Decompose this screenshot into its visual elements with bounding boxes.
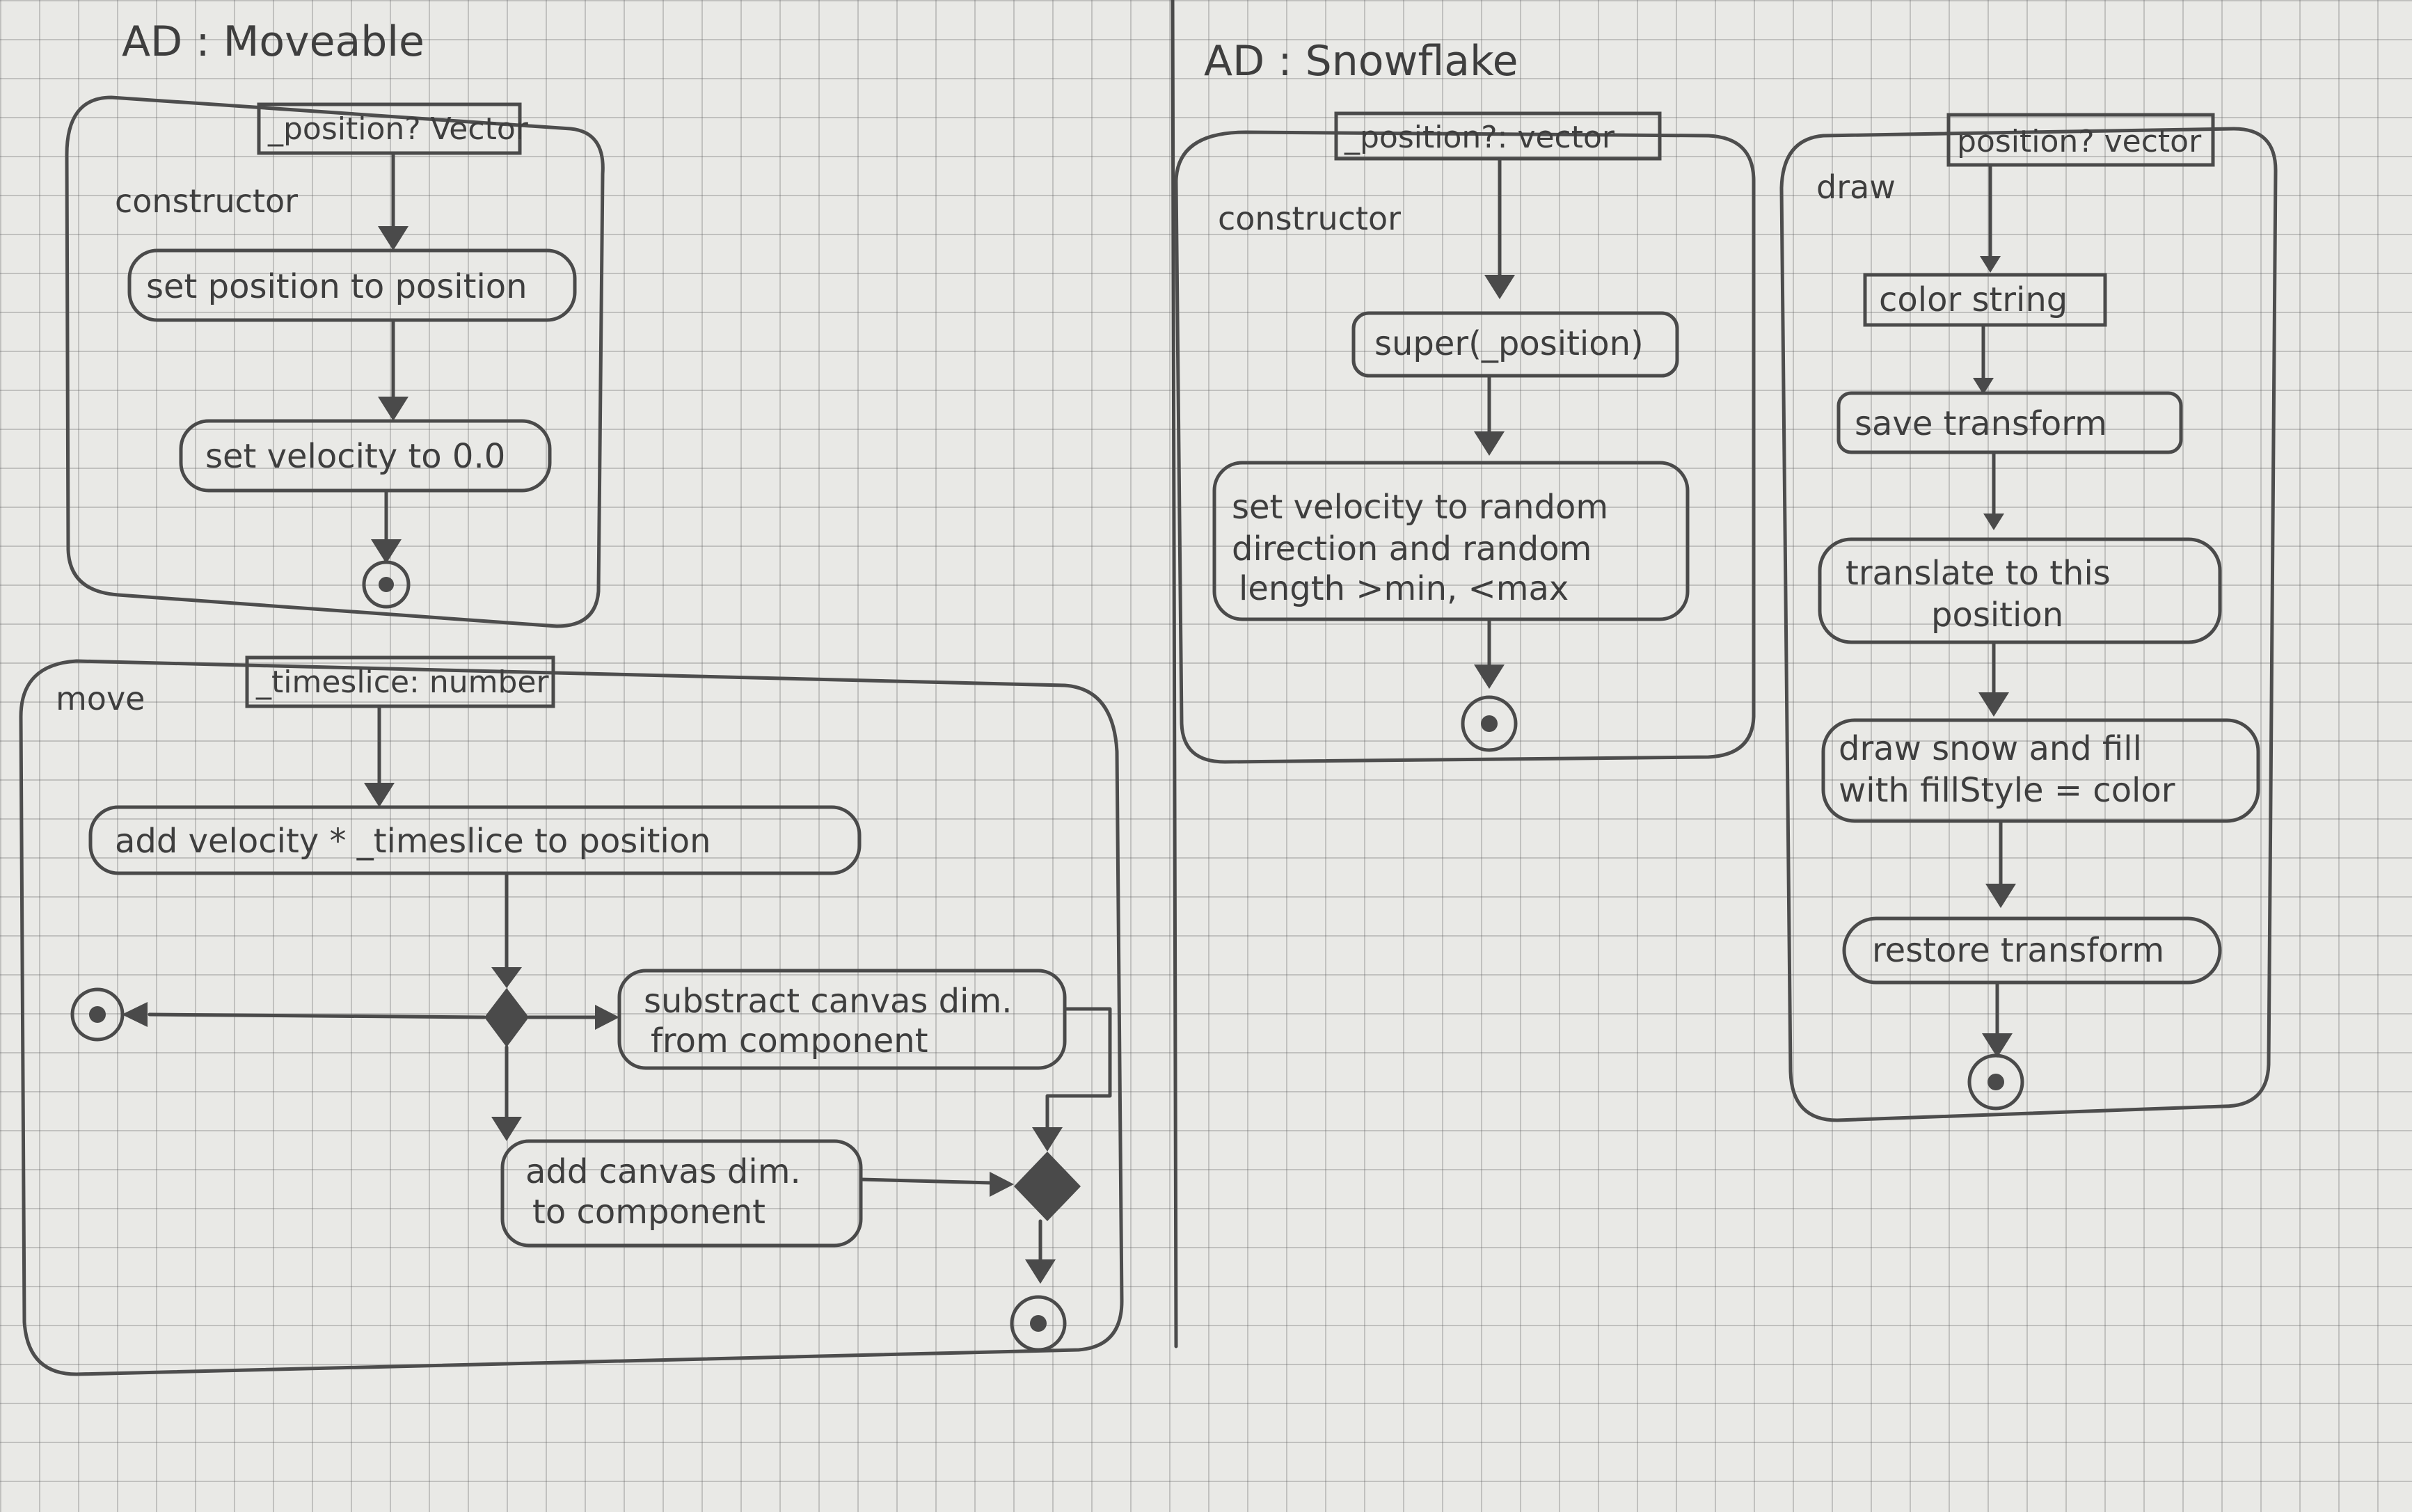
arrow-substract-to-merge bbox=[1045, 1007, 1112, 1133]
moveable-constructor-frame bbox=[65, 95, 605, 628]
arrowhead bbox=[990, 1172, 1014, 1197]
move-param-box bbox=[245, 655, 555, 708]
arrowhead bbox=[364, 783, 395, 807]
random-velocity-label-3: length >min, <max bbox=[1239, 569, 1569, 608]
add-dim-label-2: to component bbox=[532, 1193, 765, 1232]
arrowhead bbox=[1983, 514, 2004, 530]
draw-final-dot bbox=[1987, 1074, 2004, 1090]
page-divider bbox=[1171, 0, 1178, 1348]
snowflake-constructor-final-node bbox=[1461, 695, 1518, 752]
constructor-final-node bbox=[362, 560, 411, 609]
arrowhead bbox=[1973, 378, 1994, 395]
arrowhead bbox=[595, 1005, 619, 1030]
move-label: move bbox=[56, 680, 145, 717]
draw-label: draw bbox=[1816, 168, 1896, 206]
snowflake-constructor-frame bbox=[1174, 130, 1756, 764]
arrowhead bbox=[491, 967, 522, 988]
move-final-node bbox=[1010, 1295, 1067, 1352]
substract-label-2: from component bbox=[651, 1021, 928, 1060]
random-velocity-label-1: set velocity to random bbox=[1232, 488, 1608, 527]
draw-final-node bbox=[1967, 1053, 2024, 1111]
constructor-final-dot bbox=[379, 577, 394, 592]
super-action bbox=[1351, 311, 1679, 378]
arrowhead bbox=[1474, 431, 1505, 456]
substract-action bbox=[617, 969, 1067, 1070]
arrowhead bbox=[1980, 256, 2001, 273]
draw-param-box bbox=[1946, 113, 2215, 167]
moveable-move-frame bbox=[19, 659, 1124, 1376]
moveable-constructor-param-box bbox=[257, 102, 522, 155]
move-final-dot bbox=[1030, 1315, 1047, 1332]
arrowhead bbox=[1985, 884, 2016, 908]
restore-transform-label: restore transform bbox=[1872, 931, 2164, 970]
draw-snow-label-2: with fillStyle = color bbox=[1839, 771, 2175, 810]
arrowhead bbox=[1982, 1033, 2013, 1058]
merge-node bbox=[1014, 1152, 1081, 1221]
draw-snow-action bbox=[1821, 718, 2260, 823]
arrowhead bbox=[1025, 1259, 1056, 1284]
move-final-node-left bbox=[70, 987, 125, 1042]
draw-param: position? vector bbox=[1957, 124, 2202, 159]
arrowhead bbox=[378, 226, 408, 250]
set-position-action bbox=[127, 248, 577, 322]
decision-node bbox=[484, 988, 529, 1047]
random-velocity-action bbox=[1212, 461, 1690, 621]
snowflake-constructor-label: constructor bbox=[1218, 200, 1401, 237]
move-param: _timeslice: number bbox=[255, 665, 549, 700]
save-transform-label: save transform bbox=[1855, 404, 2107, 443]
super-label: super(_position) bbox=[1374, 324, 1644, 363]
color-string-label: color string bbox=[1879, 280, 2068, 319]
translate-action bbox=[1818, 537, 2222, 644]
arrowhead bbox=[378, 397, 408, 421]
restore-transform-action bbox=[1842, 916, 2222, 985]
move-final-dot-left bbox=[89, 1006, 106, 1023]
arrowhead bbox=[1474, 665, 1505, 689]
arrowhead bbox=[1978, 692, 2009, 717]
save-transform-action bbox=[1836, 391, 2183, 454]
add-dim-label-1: add canvas dim. bbox=[525, 1152, 801, 1191]
snowflake-draw-frame bbox=[1779, 127, 2278, 1122]
arrowhead bbox=[1032, 1127, 1063, 1152]
add-velocity-label: add velocity * _timeslice to position bbox=[115, 822, 711, 861]
set-velocity-label: set velocity to 0.0 bbox=[205, 437, 505, 476]
arrowhead bbox=[371, 539, 402, 564]
snowflake-constructor-param: _position?: vector bbox=[1344, 120, 1615, 155]
moveable-constructor-label: constructor bbox=[115, 182, 298, 220]
add-velocity-action bbox=[88, 805, 862, 875]
moveable-constructor-param: _position? Vector bbox=[267, 111, 529, 147]
substract-label-1: substract canvas dim. bbox=[644, 982, 1012, 1021]
arrow-decision-to-end bbox=[148, 1012, 486, 1019]
moveable-title: AD : Moveable bbox=[122, 17, 425, 66]
set-velocity-action bbox=[179, 419, 552, 493]
arrowhead bbox=[1484, 275, 1515, 299]
arrowhead bbox=[122, 1002, 148, 1027]
arrow-add-dim-to-merge bbox=[859, 1177, 994, 1185]
snowflake-title: AD : Snowflake bbox=[1204, 37, 1518, 86]
add-dim-action bbox=[500, 1139, 863, 1248]
translate-label-2: position bbox=[1931, 596, 2063, 635]
snowflake-constructor-final-dot bbox=[1481, 715, 1498, 732]
translate-label-1: translate to this bbox=[1846, 554, 2111, 593]
draw-snow-label-1: draw snow and fill bbox=[1839, 729, 2142, 768]
set-position-label: set position to position bbox=[146, 267, 527, 306]
random-velocity-label-2: direction and random bbox=[1232, 530, 1592, 568]
arrowhead bbox=[491, 1117, 522, 1141]
